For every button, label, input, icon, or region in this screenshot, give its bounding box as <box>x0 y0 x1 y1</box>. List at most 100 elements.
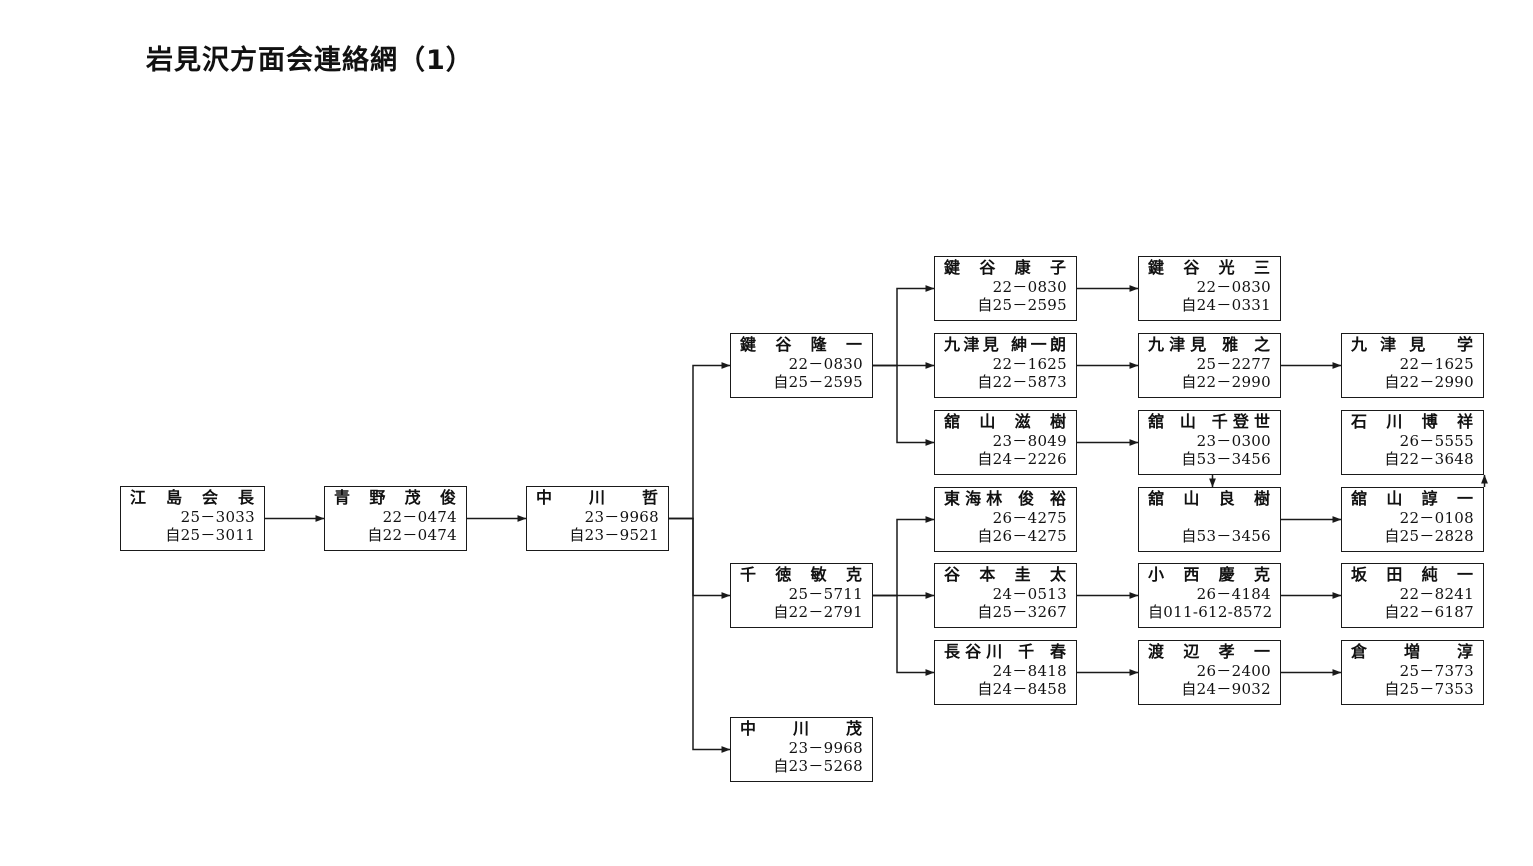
member-home-phone: 自011-612-8572 <box>1148 603 1273 621</box>
member-name: 渡 辺 孝 一 <box>1148 642 1271 661</box>
member-name: 谷 本 圭 太 <box>944 565 1067 584</box>
member-home-phone: 自25－2595 <box>977 296 1067 314</box>
member-box: 舘 山 良 樹 自53－3456 <box>1138 487 1281 552</box>
member-home-phone: 自22－5873 <box>977 373 1067 391</box>
member-home-phone: 自24－8458 <box>977 680 1067 698</box>
member-name: 九津見 紳一朗 <box>944 335 1067 354</box>
page-title: 岩見沢方面会連絡網（1） <box>146 45 474 76</box>
member-phone: 24－8418 <box>992 662 1067 680</box>
member-home-phone: 自22－3648 <box>1384 450 1474 468</box>
member-home-phone: 自53－3456 <box>1181 450 1271 468</box>
member-name: 舘 山 諄 一 <box>1351 489 1474 508</box>
connector-arrow <box>873 594 935 676</box>
member-phone: 26－5555 <box>1399 432 1474 450</box>
member-home-phone: 自25－7353 <box>1384 680 1474 698</box>
member-name: 鍵 谷 隆 一 <box>740 335 863 354</box>
member-phone: 26－4275 <box>992 509 1067 527</box>
member-home-phone: 自22－2990 <box>1384 373 1474 391</box>
member-phone: 22－1625 <box>992 355 1067 373</box>
member-name: 小 西 慶 克 <box>1148 565 1271 584</box>
member-phone: 25－5711 <box>788 585 863 603</box>
member-name: 青 野 茂 俊 <box>334 488 457 507</box>
member-phone: 25－2277 <box>1196 355 1271 373</box>
member-phone: 24－0513 <box>992 585 1067 603</box>
member-home-phone: 自24－2226 <box>977 450 1067 468</box>
member-home-phone: 自24－9032 <box>1181 680 1271 698</box>
member-name: 坂 田 純 一 <box>1351 565 1474 584</box>
member-phone: 23－8049 <box>992 432 1067 450</box>
connector-arrow <box>669 517 731 753</box>
member-home-phone: 自26－4275 <box>977 527 1067 545</box>
member-home-phone: 自22－2791 <box>773 603 863 621</box>
member-phone: 25－3033 <box>180 508 255 526</box>
member-home-phone: 自22－2990 <box>1181 373 1271 391</box>
connector-arrow <box>669 362 731 520</box>
member-name: 石 川 博 祥 <box>1351 412 1474 431</box>
member-phone: 26－4184 <box>1196 585 1271 603</box>
connector-arrow <box>669 517 731 599</box>
member-name: 舘 山 良 樹 <box>1148 489 1271 508</box>
member-phone: 26－2400 <box>1196 662 1271 680</box>
member-name: 鍵 谷 康 子 <box>944 258 1067 277</box>
member-name: 江 島 会 長 <box>130 488 255 507</box>
member-phone: 22－0830 <box>1196 278 1271 296</box>
member-home-phone: 自23－9521 <box>569 526 659 544</box>
member-home-phone: 自23－5268 <box>773 757 863 775</box>
member-phone: 22－0474 <box>382 508 457 526</box>
member-phone: 22－8241 <box>1399 585 1474 603</box>
member-home-phone: 自25－2828 <box>1384 527 1474 545</box>
member-name: 千 徳 敏 克 <box>740 565 863 584</box>
member-name: 鍵 谷 光 三 <box>1148 258 1271 277</box>
member-name: 九津見 学 <box>1351 335 1474 354</box>
member-name: 舘 山 千登世 <box>1148 412 1271 431</box>
member-name: 中 川 茂 <box>740 719 863 738</box>
member-phone: 25－7373 <box>1399 662 1474 680</box>
member-phone: 23－9968 <box>584 508 659 526</box>
member-phone: 22－0830 <box>788 355 863 373</box>
member-name: 九津見 雅 之 <box>1148 335 1271 354</box>
member-phone: 22－0108 <box>1399 509 1474 527</box>
member-home-phone: 自25－3267 <box>977 603 1067 621</box>
member-name: 舘 山 滋 樹 <box>944 412 1067 431</box>
connector-arrow <box>873 364 935 446</box>
member-name: 長谷川 千 春 <box>944 642 1067 661</box>
member-home-phone: 自53－3456 <box>1181 527 1271 545</box>
member-name: 倉 増 淳 <box>1351 642 1474 661</box>
member-home-phone: 自24－0331 <box>1181 296 1271 314</box>
member-home-phone: 自25－2595 <box>773 373 863 391</box>
member-phone: 22－0830 <box>992 278 1067 296</box>
member-home-phone: 自22－0474 <box>367 526 457 544</box>
member-phone: 23－0300 <box>1196 432 1271 450</box>
member-name: 東海林 俊 裕 <box>944 489 1067 508</box>
connector-arrow <box>873 516 935 597</box>
member-phone: 23－9968 <box>788 739 863 757</box>
member-home-phone: 自22－6187 <box>1384 603 1474 621</box>
member-home-phone: 自25－3011 <box>165 526 255 544</box>
member-phone <box>1148 509 1271 527</box>
connector-arrow <box>873 285 935 367</box>
member-phone: 22－1625 <box>1399 355 1474 373</box>
member-name: 中 川 哲 <box>536 488 659 507</box>
